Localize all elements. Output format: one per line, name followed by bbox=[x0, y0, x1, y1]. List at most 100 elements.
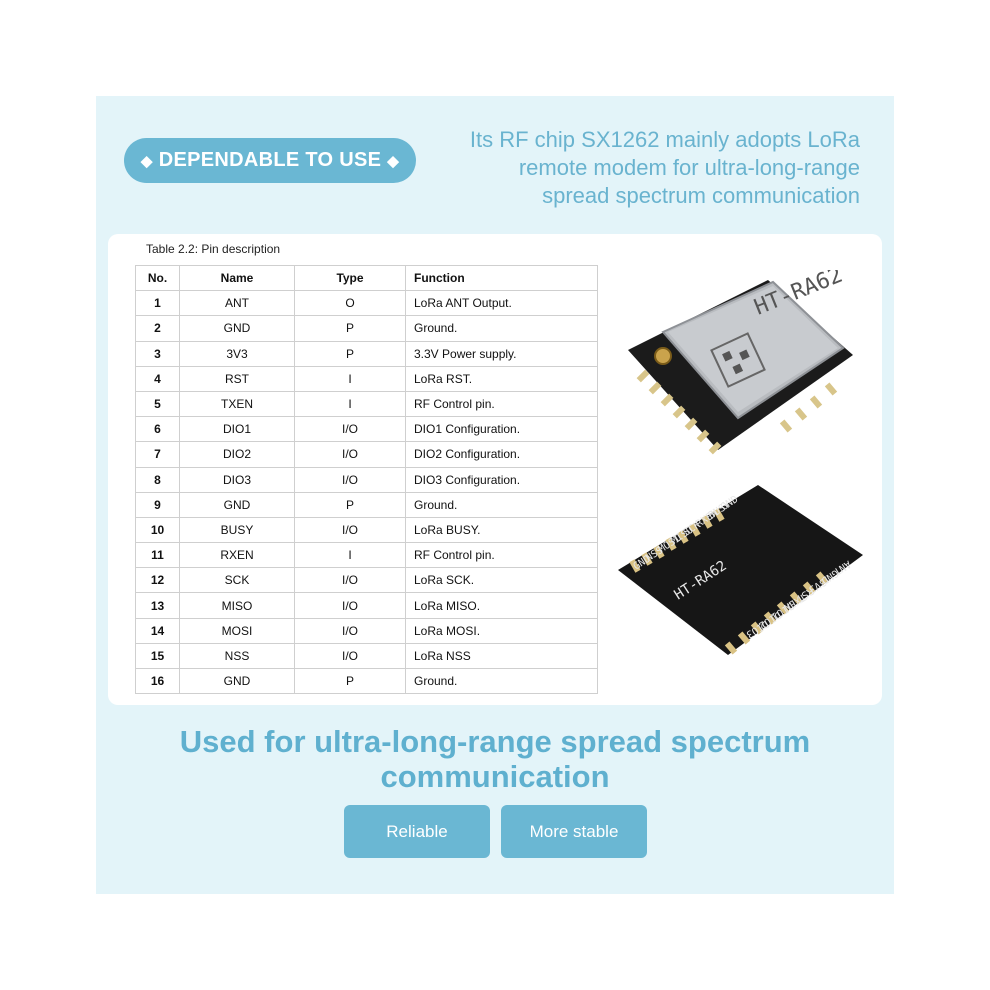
cell-name: MOSI bbox=[179, 617, 295, 644]
cell-function: LoRa NSS bbox=[405, 642, 598, 670]
cell-name: GND bbox=[179, 667, 295, 695]
header-no: No. bbox=[135, 264, 180, 292]
cell-function: RF Control pin. bbox=[405, 390, 598, 418]
cell-name: GND bbox=[179, 491, 295, 518]
header-name: Name bbox=[179, 264, 295, 292]
cell-function: LoRa SCK. bbox=[405, 567, 598, 594]
cell-function: DIO1 Configuration. bbox=[405, 416, 598, 443]
main-title-line: communication bbox=[380, 759, 610, 794]
dependable-badge: ◆ DEPENDABLE TO USE ◆ bbox=[124, 138, 416, 183]
cell-no: 10 bbox=[135, 516, 180, 544]
cell-function: LoRa ANT Output. bbox=[405, 290, 598, 317]
cell-no: 9 bbox=[135, 491, 180, 518]
cell-type: I/O bbox=[294, 567, 406, 594]
reliable-button[interactable]: Reliable bbox=[344, 805, 490, 858]
bottom-pads bbox=[629, 508, 829, 655]
cell-function: LoRa RST. bbox=[405, 365, 598, 392]
cell-no: 2 bbox=[135, 315, 180, 342]
cell-type: I bbox=[294, 390, 406, 418]
cell-type: I/O bbox=[294, 466, 406, 493]
cell-type: O bbox=[294, 290, 406, 317]
cell-name: TXEN bbox=[179, 390, 295, 418]
headline-line: spread spectrum communication bbox=[542, 183, 860, 208]
cell-no: 6 bbox=[135, 416, 180, 443]
cell-name: DIO1 bbox=[179, 416, 295, 443]
antenna-pad-icon bbox=[654, 347, 672, 365]
cell-function: LoRa BUSY. bbox=[405, 516, 598, 544]
cell-no: 5 bbox=[135, 390, 180, 418]
cell-type: I bbox=[294, 365, 406, 392]
cell-no: 16 bbox=[135, 667, 180, 695]
cell-type: I/O bbox=[294, 592, 406, 619]
cell-no: 1 bbox=[135, 290, 180, 317]
cell-name: SCK bbox=[179, 567, 295, 594]
cell-no: 3 bbox=[135, 340, 180, 367]
header-function: Function bbox=[405, 264, 598, 292]
cell-type: P bbox=[294, 491, 406, 518]
cell-name: GND bbox=[179, 315, 295, 342]
cell-type: I/O bbox=[294, 642, 406, 670]
cell-type: I/O bbox=[294, 441, 406, 468]
cell-name: DIO2 bbox=[179, 441, 295, 468]
cell-function: RF Control pin. bbox=[405, 542, 598, 569]
cell-type: I/O bbox=[294, 416, 406, 443]
headline: Its RF chip SX1262 mainly adopts LoRa re… bbox=[430, 126, 860, 210]
cell-no: 14 bbox=[135, 617, 180, 644]
module-top-view: HT-RA62 bbox=[628, 263, 853, 455]
cell-no: 7 bbox=[135, 441, 180, 468]
cell-name: RXEN bbox=[179, 542, 295, 569]
table-header-row: No. Name Type Function bbox=[135, 264, 598, 292]
cell-name: ANT bbox=[179, 290, 295, 317]
cell-function: DIO3 Configuration. bbox=[405, 466, 598, 493]
cell-type: I/O bbox=[294, 516, 406, 544]
cell-name: RST bbox=[179, 365, 295, 392]
headline-line: Its RF chip SX1262 mainly adopts LoRa bbox=[469, 127, 860, 152]
cell-no: 4 bbox=[135, 365, 180, 392]
header-type: Type bbox=[294, 264, 406, 292]
diamond-icon: ◆ bbox=[140, 152, 153, 170]
cell-name: DIO3 bbox=[179, 466, 295, 493]
module-illustration: HT-RA62 bbox=[618, 263, 863, 655]
cell-no: 15 bbox=[135, 642, 180, 670]
qr-code-icon bbox=[710, 332, 766, 388]
module-pads bbox=[636, 369, 838, 455]
cell-no: 8 bbox=[135, 466, 180, 493]
cell-function: DIO2 Configuration. bbox=[405, 441, 598, 468]
diamond-icon: ◆ bbox=[387, 152, 400, 170]
badge-label: DEPENDABLE TO USE bbox=[158, 149, 382, 171]
cell-name: 3V3 bbox=[179, 340, 295, 367]
cell-type: I bbox=[294, 542, 406, 569]
cell-function: Ground. bbox=[405, 315, 598, 342]
cell-name: BUSY bbox=[179, 516, 295, 544]
cell-type: I/O bbox=[294, 617, 406, 644]
cell-function: LoRa MOSI. bbox=[405, 617, 598, 644]
cell-type: P bbox=[294, 340, 406, 367]
main-title: Used for ultra-long-range spread spectru… bbox=[96, 724, 894, 794]
cell-function: LoRa MISO. bbox=[405, 592, 598, 619]
cell-function: Ground. bbox=[405, 491, 598, 518]
cell-no: 13 bbox=[135, 592, 180, 619]
cell-type: P bbox=[294, 315, 406, 342]
cell-function: Ground. bbox=[405, 667, 598, 695]
main-title-line: Used for ultra-long-range spread spectru… bbox=[179, 724, 811, 759]
more-stable-button[interactable]: More stable bbox=[501, 805, 647, 858]
cell-name: MISO bbox=[179, 592, 295, 619]
cell-no: 12 bbox=[135, 567, 180, 594]
cell-type: P bbox=[294, 667, 406, 695]
